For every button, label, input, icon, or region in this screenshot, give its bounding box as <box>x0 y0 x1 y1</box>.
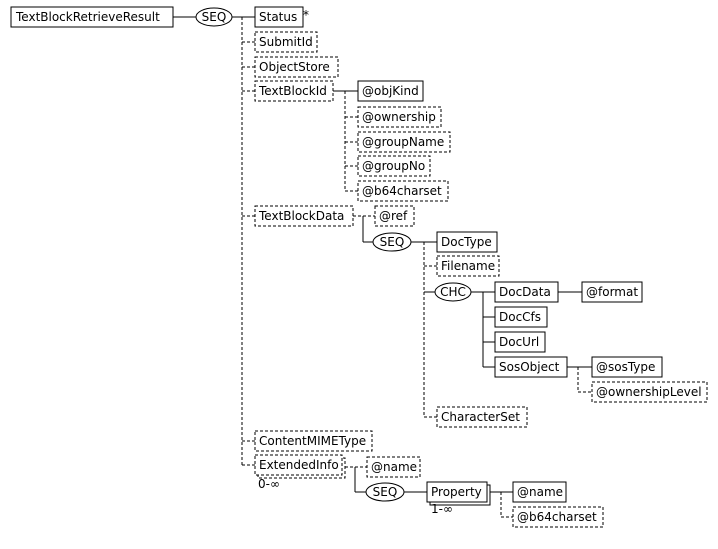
svg-text:@groupNo: @groupNo <box>362 159 425 173</box>
status-mark: * <box>303 8 309 22</box>
node-name-property: @name <box>512 481 567 503</box>
svg-text:SEQ: SEQ <box>380 235 405 249</box>
node-b64charset-text-block-id: @b64charset <box>357 180 449 202</box>
node-text-block-retrieve-result: TextBlockRetrieveResult <box>10 6 174 28</box>
svg-text:ExtendedInfo: ExtendedInfo <box>259 458 339 472</box>
node-group-name: @groupName <box>357 131 451 153</box>
svg-text:Filename: Filename <box>441 259 495 273</box>
svg-text:Property: Property <box>431 485 482 499</box>
svg-text:@b64charset: @b64charset <box>362 184 442 198</box>
node-status: Status * <box>254 6 309 28</box>
seq-compositor-text-block-data: SEQ <box>372 232 412 252</box>
node-ownership: @ownership <box>357 106 442 128</box>
node-content-mime-type: ContentMIMEType <box>254 430 373 452</box>
svg-text:@name: @name <box>371 460 417 474</box>
node-obj-kind: @objKind <box>357 80 424 102</box>
node-property: Property 1-∞ <box>426 481 491 516</box>
node-doc-type: DocType <box>436 231 498 253</box>
svg-text:SEQ: SEQ <box>373 485 398 499</box>
svg-text:CHC: CHC <box>440 285 466 299</box>
svg-text:@b64charset: @b64charset <box>517 510 597 524</box>
svg-text:@ownership: @ownership <box>362 110 436 124</box>
node-ownership-level: @ownershipLevel <box>591 381 708 403</box>
svg-text:DocCfs: DocCfs <box>499 310 541 324</box>
extended-info-occurs: 0-∞ <box>258 477 280 491</box>
svg-text:SEQ: SEQ <box>202 10 227 24</box>
svg-text:ObjectStore: ObjectStore <box>259 60 330 74</box>
node-text-block-data: TextBlockData <box>254 205 354 227</box>
svg-text:DocType: DocType <box>441 235 492 249</box>
node-text-block-id: TextBlockId <box>254 80 334 102</box>
node-object-store: ObjectStore <box>254 56 339 78</box>
svg-text:@format: @format <box>586 285 638 299</box>
svg-text:TextBlockRetrieveResult: TextBlockRetrieveResult <box>15 10 160 24</box>
svg-text:TextBlockId: TextBlockId <box>258 84 327 98</box>
svg-text:DocData: DocData <box>499 285 551 299</box>
node-doc-url: DocUrl <box>494 331 546 353</box>
svg-text:@ref: @ref <box>379 209 408 223</box>
svg-text:@name: @name <box>517 485 563 499</box>
svg-text:CharacterSet: CharacterSet <box>441 410 520 424</box>
node-sos-type: @sosType <box>591 356 663 378</box>
seq-compositor-extended-info: SEQ <box>365 482 405 502</box>
node-submit-id: SubmitId <box>254 31 318 53</box>
choice-compositor-doc: CHC <box>434 282 472 302</box>
svg-text:Status: Status <box>259 10 297 24</box>
node-character-set: CharacterSet <box>436 406 528 428</box>
svg-text:@sosType: @sosType <box>596 360 655 374</box>
node-doc-cfs: DocCfs <box>494 306 548 328</box>
svg-text:TextBlockData: TextBlockData <box>258 209 344 223</box>
svg-text:@groupName: @groupName <box>362 135 444 149</box>
connectors <box>173 16 592 518</box>
node-extended-info: ExtendedInfo 0-∞ <box>254 454 346 491</box>
node-sos-object: SosObject <box>494 356 568 378</box>
svg-text:DocUrl: DocUrl <box>499 335 539 349</box>
node-b64charset-property: @b64charset <box>512 506 604 528</box>
node-ref: @ref <box>374 205 415 227</box>
svg-text:ContentMIMEType: ContentMIMEType <box>259 434 366 448</box>
property-occurs: 1-∞ <box>431 502 453 516</box>
node-doc-data: DocData <box>494 281 559 303</box>
svg-text:SubmitId: SubmitId <box>259 35 313 49</box>
svg-text:@objKind: @objKind <box>362 84 419 98</box>
svg-text:@ownershipLevel: @ownershipLevel <box>596 385 702 399</box>
node-format: @format <box>581 281 643 303</box>
node-filename: Filename <box>436 255 500 277</box>
seq-compositor-root: SEQ <box>195 7 233 27</box>
svg-text:SosObject: SosObject <box>499 360 560 374</box>
node-name-extended-info: @name <box>366 456 421 478</box>
node-group-no: @groupNo <box>357 155 431 177</box>
